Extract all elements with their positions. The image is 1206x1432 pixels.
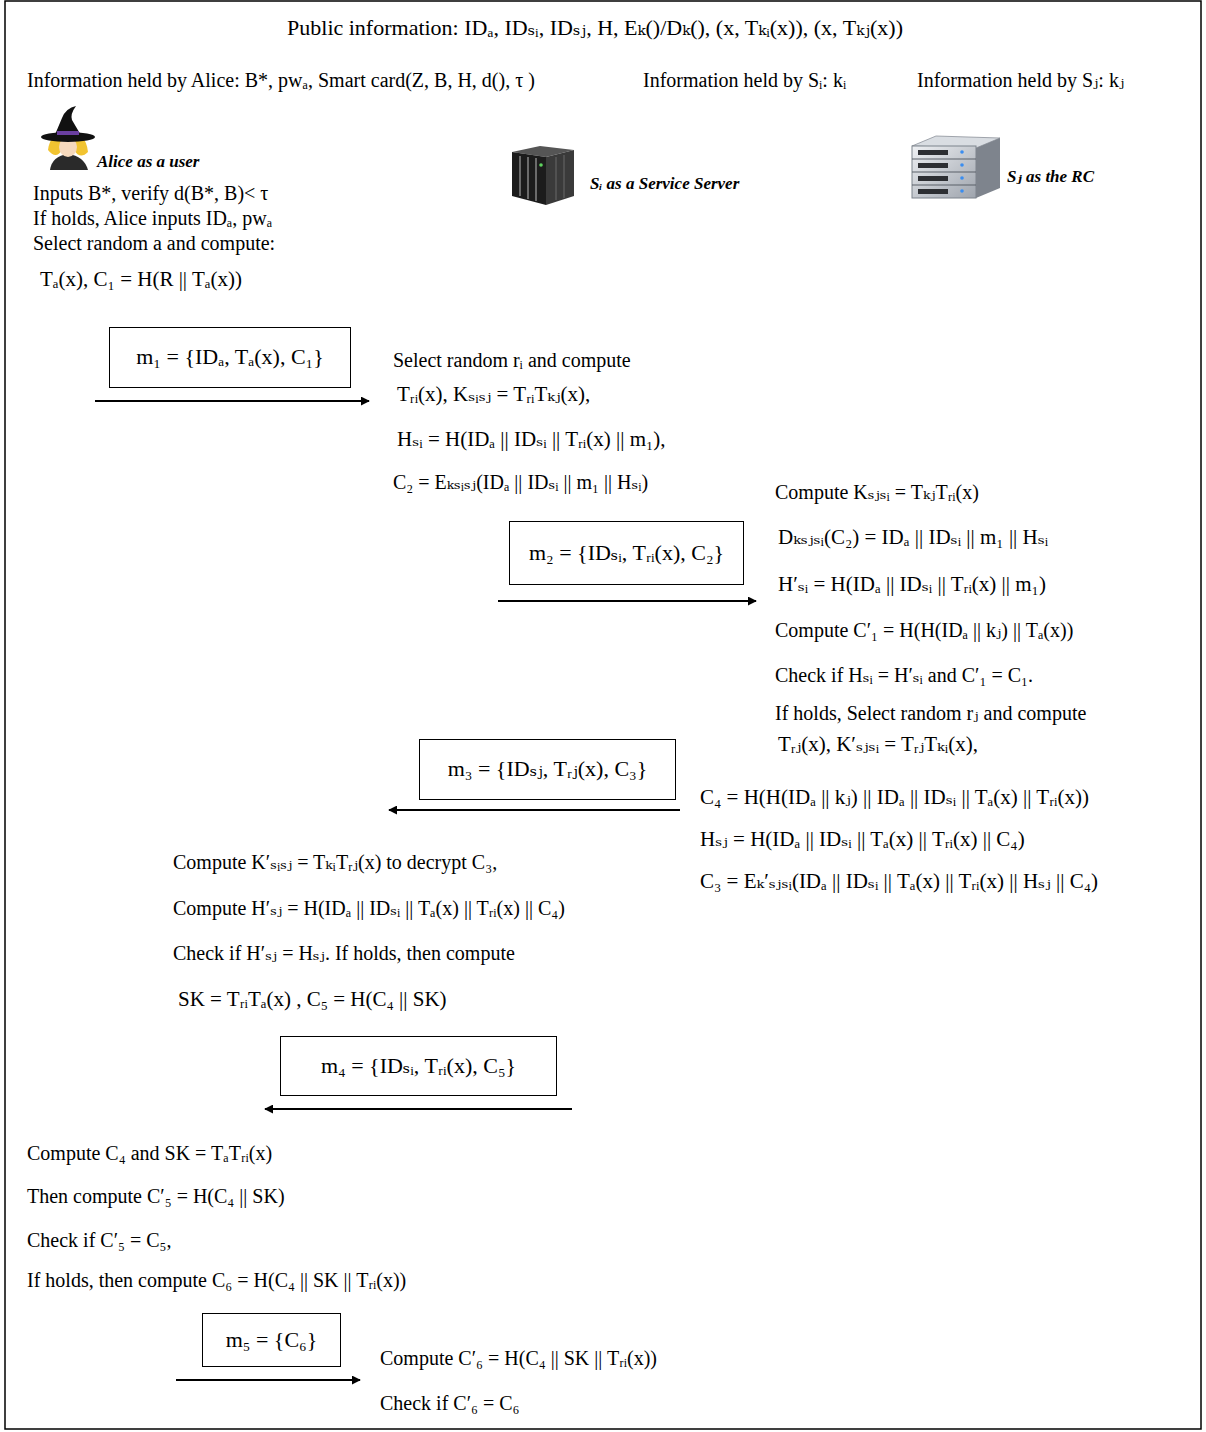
protocol-step-text: Select random rᵢ and compute bbox=[393, 348, 631, 372]
protocol-step-text: Compute C′₁ = H(H(IDₐ || kⱼ) || Tₐ(x)) bbox=[775, 618, 1073, 642]
held-info-text: Information held by Sⱼ: kⱼ bbox=[917, 68, 1124, 92]
message-text: m₁ = {IDₐ, Tₐ(x), C₁} bbox=[136, 344, 324, 370]
protocol-step-text: Check if H′ₛⱼ = Hₛⱼ. If holds, then comp… bbox=[173, 941, 515, 965]
protocol-step-text: C₂ = Eₖₛᵢₛⱼ(IDₐ || IDₛᵢ || m₁ || Hₛᵢ) bbox=[393, 470, 648, 494]
message-arrow bbox=[265, 1108, 572, 1110]
message-arrow bbox=[498, 600, 756, 602]
protocol-step-text: Compute C′₆ = H(C₄ || SK || Tᵣᵢ(x)) bbox=[380, 1346, 657, 1370]
server-icon bbox=[512, 146, 574, 205]
message-arrow bbox=[95, 400, 369, 402]
protocol-step-text: Select random a and compute: bbox=[33, 231, 275, 255]
actor-label: Sⱼ as the RC bbox=[1007, 167, 1094, 187]
registration-server-icon bbox=[912, 136, 1000, 198]
protocol-step-text: Compute Kₛⱼₛᵢ = TₖⱼTᵣᵢ(x) bbox=[775, 480, 979, 504]
public-info-text: Public information: IDₐ, IDₛᵢ, IDₛⱼ, H, … bbox=[287, 15, 903, 41]
protocol-step-text: If holds, then compute C₆ = H(C₄ || SK |… bbox=[27, 1268, 406, 1292]
protocol-step-text: Check if Hₛᵢ = H′ₛᵢ and C′₁ = C₁. bbox=[775, 663, 1033, 687]
protocol-step-text: If holds, Alice inputs IDₐ, pwₐ bbox=[33, 206, 272, 230]
message-text: m₄ = {IDₛᵢ, Tᵣᵢ(x), C₅} bbox=[321, 1053, 516, 1079]
protocol-step-text: Compute H′ₛⱼ = H(IDₐ || IDₛᵢ || Tₐ(x) ||… bbox=[173, 896, 565, 920]
protocol-step-text: Inputs B*, verify d(B*, B)< τ bbox=[33, 181, 268, 205]
message-arrow bbox=[176, 1379, 360, 1381]
protocol-step-text: C₃ = Eₖ′ₛⱼₛᵢ(IDₐ || IDₛᵢ || Tₐ(x) || Tᵣᵢ… bbox=[700, 869, 1098, 894]
message-text: m₅ = {C₆} bbox=[226, 1327, 318, 1353]
outer-frame bbox=[5, 1, 1201, 1429]
held-info-text: Information held by Alice: B*, pwₐ, Smar… bbox=[27, 68, 535, 92]
protocol-step-text: H′ₛᵢ = H(IDₐ || IDₛᵢ || Tᵣᵢ(x) || m₁) bbox=[778, 572, 1046, 597]
protocol-step-text: Tₐ(x), C₁ = H(R || Tₐ(x)) bbox=[40, 267, 242, 292]
protocol-step-text: Compute C₄ and SK = TₐTᵣᵢ(x) bbox=[27, 1141, 272, 1165]
protocol-step-text: Tᵣᵢ(x), Kₛᵢₛⱼ = TᵣᵢTₖⱼ(x), bbox=[397, 382, 590, 407]
protocol-step-text: Hₛᵢ = H(IDₐ || IDₛᵢ || Tᵣᵢ(x) || m₁), bbox=[397, 427, 666, 452]
protocol-step-text: SK = TᵣᵢTₐ(x) , C₅ = H(C₄ || SK) bbox=[178, 987, 447, 1012]
message-text: m₂ = {IDₛᵢ, Tᵣᵢ(x), C₂} bbox=[529, 540, 724, 566]
protocol-step-text: Dₖₛⱼₛᵢ(C₂) = IDₐ || IDₛᵢ || m₁ || Hₛᵢ bbox=[778, 525, 1048, 550]
actor-label: Sᵢ as a Service Server bbox=[590, 174, 739, 194]
held-info-text: Information held by Sᵢ: kᵢ bbox=[643, 68, 846, 92]
message-box: m₅ = {C₆} bbox=[202, 1313, 341, 1367]
user-icon bbox=[41, 106, 95, 170]
message-box: m₃ = {IDₛⱼ, Tᵣⱼ(x), C₃} bbox=[419, 739, 676, 800]
message-arrow bbox=[389, 809, 680, 811]
message-box: m₄ = {IDₛᵢ, Tᵣᵢ(x), C₅} bbox=[280, 1036, 557, 1096]
protocol-step-text: C₄ = H(H(IDₐ || kⱼ) || IDₐ || IDₛᵢ || Tₐ… bbox=[700, 785, 1089, 810]
message-text: m₃ = {IDₛⱼ, Tᵣⱼ(x), C₃} bbox=[448, 756, 648, 782]
protocol-step-text: Then compute C′₅ = H(C₄ || SK) bbox=[27, 1184, 285, 1208]
protocol-step-text: Hₛⱼ = H(IDₐ || IDₛᵢ || Tₐ(x) || Tᵣᵢ(x) |… bbox=[700, 827, 1025, 852]
message-box: m₂ = {IDₛᵢ, Tᵣᵢ(x), C₂} bbox=[509, 521, 744, 585]
protocol-step-text: Tᵣⱼ(x), K′ₛⱼₛᵢ = TᵣⱼTₖᵢ(x), bbox=[778, 732, 978, 757]
message-box: m₁ = {IDₐ, Tₐ(x), C₁} bbox=[109, 327, 351, 388]
protocol-step-text: Compute K′ₛᵢₛⱼ = TₖᵢTᵣⱼ(x) to decrypt C₃… bbox=[173, 850, 497, 874]
protocol-step-text: Check if C′₅ = C₅, bbox=[27, 1228, 172, 1252]
protocol-step-text: Check if C′₆ = C₆ bbox=[380, 1391, 520, 1415]
protocol-step-text: If holds, Select random rⱼ and compute bbox=[775, 701, 1086, 725]
actor-label: Alice as a user bbox=[97, 152, 199, 172]
